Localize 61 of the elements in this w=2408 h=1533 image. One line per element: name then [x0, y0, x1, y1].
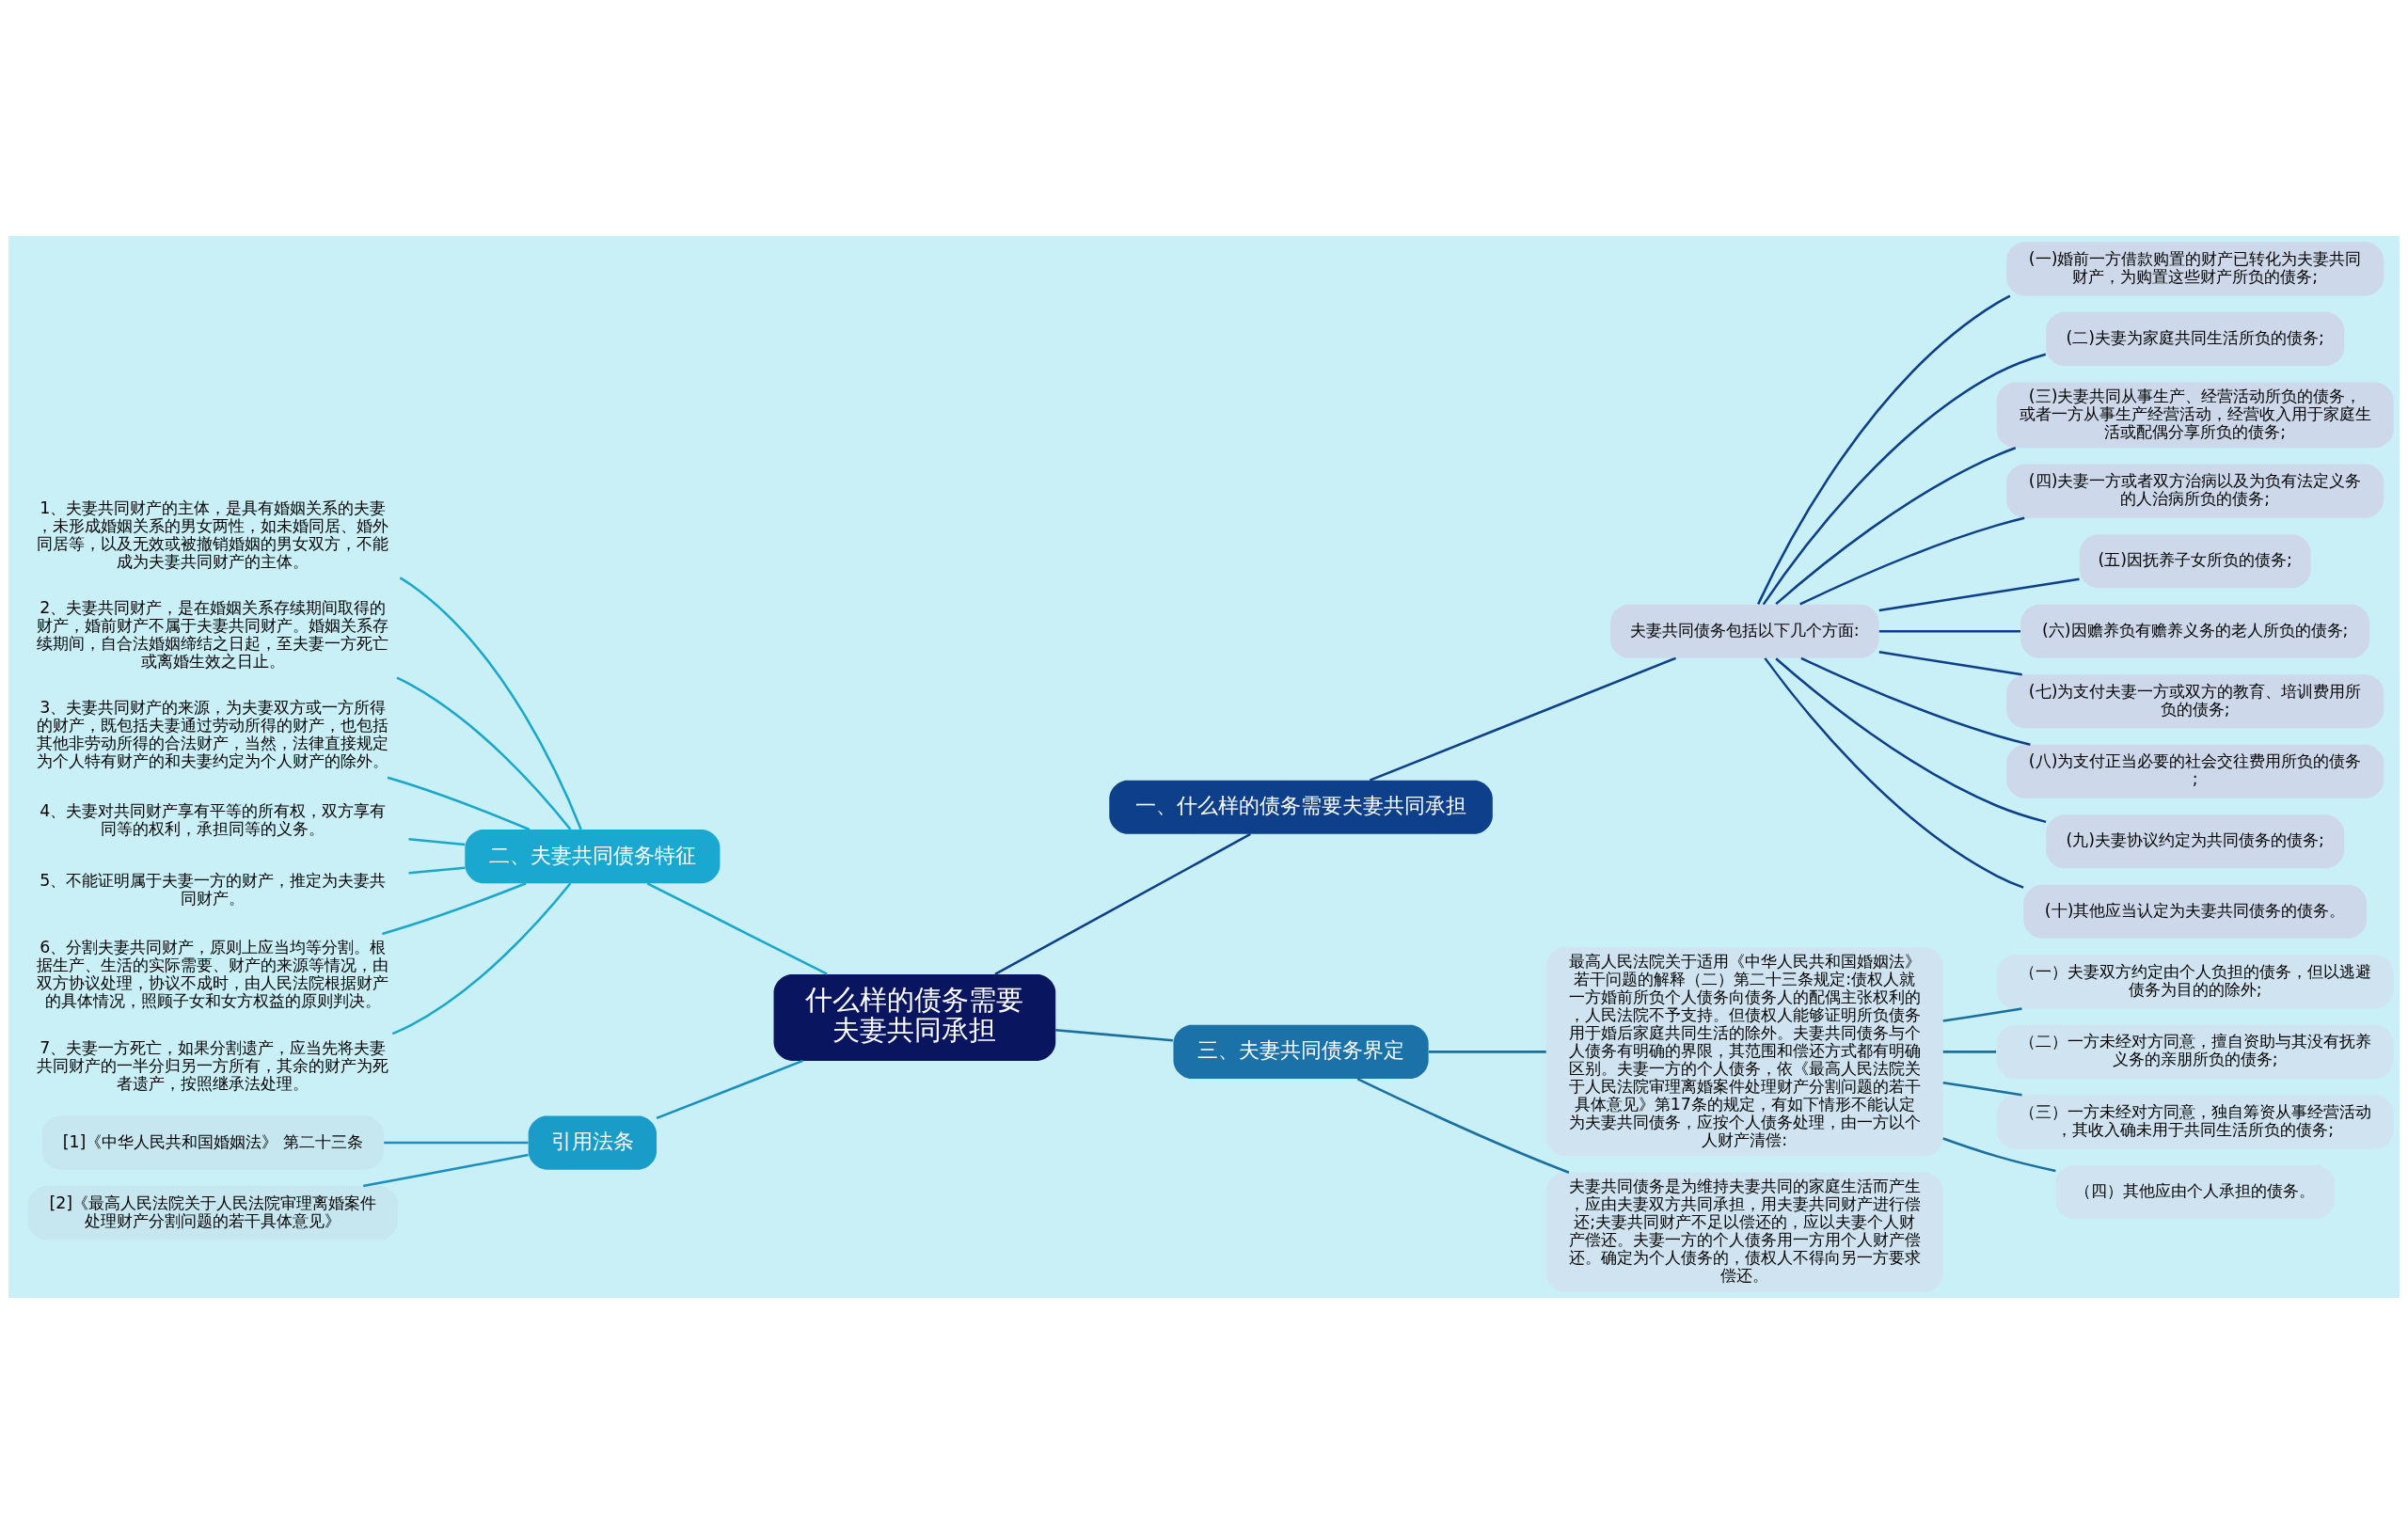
connector [1942, 1081, 2022, 1097]
connector [1942, 1050, 1997, 1053]
connector [1055, 1028, 1173, 1042]
connector [1757, 293, 2011, 605]
node-box: (二)夫妻为家庭共同生活所负的债务; [2046, 311, 2345, 366]
node-box: [1]《中华人民共和国婚姻法》 第二十三条 [41, 1115, 384, 1170]
node-box: （四）其他应由个人承担的债务。 [2055, 1164, 2335, 1219]
connector [1942, 1006, 2022, 1022]
node-box: (六)因赡养负有赡养义务的老人所负的债务; [2020, 604, 2370, 658]
node-box: 引用法条 [528, 1115, 657, 1170]
connector [1762, 352, 2047, 605]
connector [1775, 656, 2047, 823]
node-box: 最高人民法院关于适用《中华人民共和国婚姻法》若干问题的解释（二）第二十三条规定:债权人就一方婚前所负个人债务向债务人的配偶主张权利的，人民法院不予支持。但债权人能够证明所负债务用于婚后家庭共同生活的除外。夫妻共同债务与个人债务有明确的界限，其范围和偿还方式都有明确区别。夫妻一方的个人债务，依《最高人民法院关于人民法院审理离婚案件处理财产分割问题的若干具体意见》第17条的规定，有如下情形不能认定为夫妻共同债务，应按个人债务处理，由一方以个人财产清偿: [1545, 946, 1943, 1156]
connector [382, 881, 527, 935]
node-box: (十)其他应当认定为夫妻共同债务的债务。 [2023, 884, 2368, 939]
connector [1369, 656, 1676, 782]
connector [994, 832, 1251, 975]
node-text: 7、夫妻一方死亡，如果分割遗产，应当先将夫妻共同财产的一半分归另一方所有，其余的财产为死者遗产，按照继承法处理。 [37, 1037, 389, 1093]
node-box: （一）夫妻双方约定由个人负担的债务，但以逃避债务为目的的除外; [1996, 954, 2394, 1008]
connector [387, 776, 531, 830]
node-text: 4、夫妻对共同财产享有平等的所有权，双方享有同等的权利，承担同等的义务。 [40, 800, 387, 838]
connector [1942, 1136, 2056, 1172]
node-box: （二）一方未经对方同意，擅自资助与其没有抚养义务的亲朋所负的债务; [1996, 1024, 2394, 1079]
node-text: 5、不能证明属于夫妻一方的财产，推定为夫妻共同财产。 [40, 870, 387, 908]
connector [1878, 629, 2020, 632]
connector [399, 576, 582, 830]
node-box: [2]《最高人民法院关于人民法院审理离婚案件处理财产分割问题的若干具体意见》 [27, 1185, 398, 1240]
node-text: 1、夫妻共同财产的主体，是具有婚姻关系的夫妻，未形成婚姻关系的男女两性，如未婚同居、婚外同居等，以及无效或被撤销婚姻的男女双方，不能成为夫妻共同财产的主体。 [37, 498, 389, 571]
connector [646, 881, 828, 975]
node-box: 一、什么样的债务需要夫妻共同承担 [1109, 780, 1493, 834]
node-box: (七)为支付夫妻一方或双方的教育、培训费用所负的债务; [2006, 673, 2384, 728]
connector [391, 882, 572, 1035]
connector [1428, 1050, 1546, 1053]
node-box: (九)夫妻协议约定为共同债务的债务; [2046, 814, 2345, 868]
node-text: 2、夫妻共同财产，是在婚姻关系存续期间取得的财产，婚前财产不属于夫妻共同财产。婚姻关系存续期间，自合法婚姻缔结之日起，至夫妻一方死亡或离婚生效之日止。 [37, 597, 389, 671]
node-box: (四)夫妻一方或者双方治病以及为负有法定义务的人治病所负的债务; [2006, 464, 2384, 518]
node-text: 3、夫妻共同财产的来源，为夫妻双方或一方所得的财产，既包括夫妻通过劳动所得的财产，也包括其他非劳动所得的合法财产，当然，法律直接规定为个人特有财产的和夫妻约定为个人财产的除外。 [37, 697, 389, 770]
node-box: 三、夫妻共同债务界定 [1173, 1024, 1429, 1079]
connector [408, 866, 466, 875]
connector [1775, 446, 2017, 605]
node-box: 什么样的债务需要夫妻共同承担 [773, 973, 1056, 1061]
node-box: (三)夫妻共同从事生产、经营活动所负的债务，或者一方从事生产经营活动，经营收入用于家庭生活或配偶分享所负的债务; [1996, 381, 2394, 448]
connector [656, 1059, 803, 1119]
node-box: 二、夫妻共同债务特征 [465, 829, 721, 883]
connector [1764, 656, 2024, 889]
connector [396, 675, 572, 830]
connector [1356, 1077, 1570, 1174]
connector [1878, 650, 2022, 675]
connector [1799, 516, 2025, 606]
node-text: 6、分割夫妻共同财产，原则上应当均等分割。根据生产、生活的实际需要、财产的来源等情况，由双方协议处理，协议不成时，由人民法院根据财产的具体情况，照顾子女和女方权益的原则判决。 [37, 937, 389, 1010]
connector [408, 837, 466, 846]
connector [384, 1141, 529, 1144]
connector [1800, 656, 2031, 746]
connector [363, 1153, 529, 1187]
node-box: (八)为支付正当必要的社会交往费用所负的债务; [2006, 744, 2384, 798]
node-box: 夫妻共同债务包括以下几个方面: [1610, 604, 1879, 658]
node-box: (五)因抚养子女所负的债务; [2079, 533, 2311, 588]
node-box: （三）一方未经对方同意，独自筹资从事经营活动，其收入确未用于共同生活所负的债务; [1996, 1094, 2394, 1148]
connector [1878, 577, 2080, 611]
node-box: 夫妻共同债务是为维持夫妻共同的家庭生活而产生，应由夫妻双方共同承担，用夫妻共同财产进行偿还;夫妻共同财产不足以偿还的，应以夫妻个人财产偿还。夫妻一方的个人债务用一方用个人财产偿还。确定为个人债务的，债权人不得向另一方要求偿还。 [1545, 1172, 1943, 1292]
node-box: (一)婚前一方借款购置的财产已转化为夫妻共同财产，为购置这些财产所负的债务; [2006, 241, 2384, 295]
